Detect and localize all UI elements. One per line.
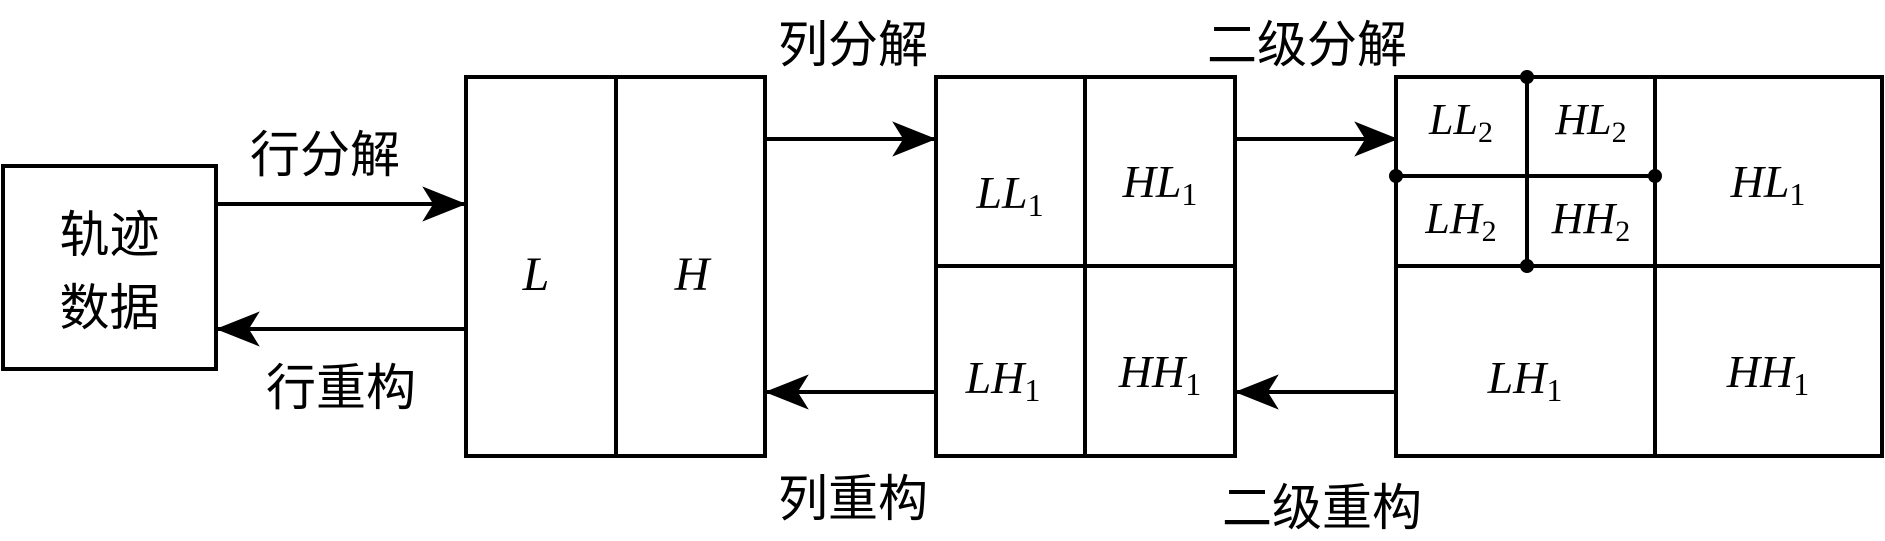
stage3-HH2-label: HH2 <box>1551 194 1631 248</box>
level2-decompose-label: 二级分解 <box>1207 16 1407 74</box>
stage3-HH1-label: HH1 <box>1726 346 1809 402</box>
stage2-HH1-label: HH1 <box>1118 346 1201 402</box>
stage1-box: L H <box>464 75 767 458</box>
level2-reconstruct-label: 二级重构 <box>1222 479 1422 537</box>
junction-dot-bottom <box>1520 259 1534 273</box>
stage1-H-label: H <box>674 248 712 301</box>
stage3-LH1-label: LH1 <box>1487 352 1563 408</box>
stage2-HL1-label: HL1 <box>1122 156 1198 212</box>
trajectory-data-line2: 数据 <box>60 279 160 337</box>
col-decompose-label: 列分解 <box>778 16 928 74</box>
stage3-LH2-label: LH2 <box>1424 194 1496 248</box>
stage2-LL1-label: LL1 <box>975 167 1043 223</box>
junction-dot-left <box>1389 169 1403 183</box>
trajectory-data-box: 轨迹 数据 <box>1 164 218 371</box>
junction-dot-top <box>1520 70 1534 84</box>
stage2-box: LL1 HL1 LH1 HH1 <box>934 75 1237 458</box>
stage3-LL2-label: LL2 <box>1428 95 1493 149</box>
row-decompose-label: 行分解 <box>250 126 400 184</box>
trajectory-data-line1: 轨迹 <box>60 206 160 264</box>
stage2-LH1-label: LH1 <box>965 352 1041 408</box>
stage1-L-label: L <box>522 248 550 301</box>
junction-dot-right <box>1648 169 1662 183</box>
row-reconstruct-label: 行重构 <box>266 359 416 417</box>
stage3-HL2-label: HL2 <box>1554 95 1626 149</box>
col-reconstruct-label: 列重构 <box>778 470 928 528</box>
stage3-box: LL2 HL2 LH2 HH2 HL1 LH1 HH1 <box>1389 70 1884 458</box>
stage3-HL1-label: HL1 <box>1730 156 1806 212</box>
